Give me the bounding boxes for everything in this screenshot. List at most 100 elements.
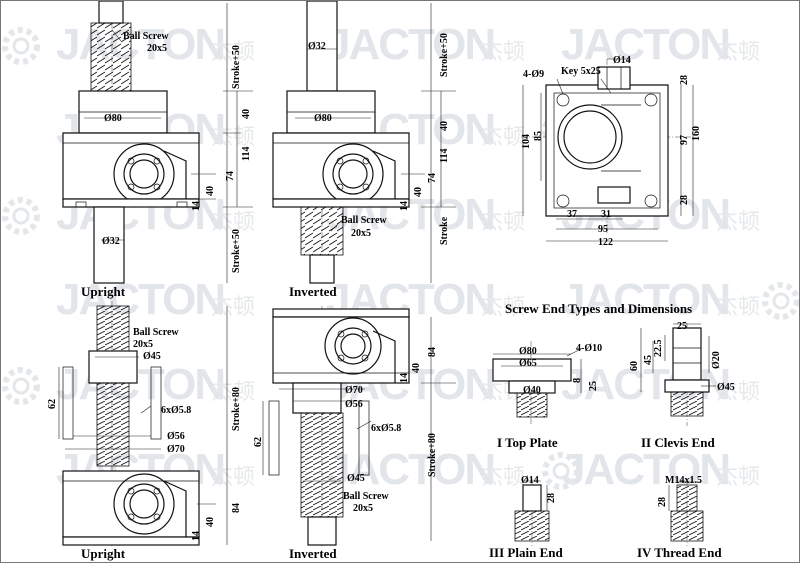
dim-28-top: 28 (679, 75, 690, 85)
dim-d32: Ø32 (308, 41, 326, 52)
dim-stroke-80: Stroke+80 (231, 387, 242, 431)
dim-97: 97 (679, 135, 690, 145)
dim-6-hole: 6xØ5.8 (371, 423, 401, 434)
watermark-cn: 杰顿 (481, 39, 525, 64)
watermark-cn: 杰顿 (716, 209, 760, 234)
watermark-cn: 杰顿 (716, 294, 760, 319)
dim-62: 62 (253, 437, 264, 447)
dim-74: 74 (225, 171, 236, 181)
dim-d56: Ø56 (167, 431, 185, 442)
watermark-cn: 杰顿 (716, 379, 760, 404)
dim-4-hole: 4-Ø9 (523, 69, 544, 80)
dim-m14: M14x1.5 (665, 475, 702, 486)
section-title-screw-ends: Screw End Types and Dimensions (505, 301, 692, 316)
dim-stroke-80: Stroke+80 (427, 433, 438, 477)
watermark-cn: 杰顿 (481, 294, 525, 319)
watermark-text: JACTON (326, 20, 494, 69)
view-upright-bottom (58, 301, 228, 546)
label-ball-screw: Ball Screw (123, 31, 169, 42)
dim-95: 95 (598, 224, 608, 235)
label-ball-screw: Ball Screw (343, 491, 389, 502)
dim-d70: Ø70 (167, 444, 185, 455)
watermark-cn: 杰顿 (211, 464, 255, 489)
dim-25: 25 (677, 321, 687, 332)
dim-40-a: 40 (439, 121, 450, 131)
dim-14: 14 (399, 373, 410, 383)
dim-4-hole: 4-Ø10 (576, 343, 602, 354)
dim-22-5: 22.5 (653, 340, 664, 358)
dim-stroke-50: Stroke+50 (439, 33, 450, 77)
watermark-cn: 杰顿 (211, 124, 255, 149)
view-inverted-bottom (262, 306, 456, 546)
dim-85: 85 (533, 131, 544, 141)
label-screw-size: 20x5 (133, 339, 153, 350)
dim-28-bottom: 28 (679, 195, 690, 205)
dim-14: 14 (191, 201, 202, 211)
dim-40: 40 (205, 517, 216, 527)
caption-inverted-bottom: Inverted (289, 546, 337, 561)
watermark-text: JACTON (56, 275, 224, 324)
dim-d45: Ø45 (347, 473, 365, 484)
dim-40-b: 40 (413, 187, 424, 197)
label-ball-screw: Ball Screw (341, 215, 387, 226)
watermark-text: JACTON (561, 445, 729, 494)
dim-160: 160 (691, 126, 702, 141)
dim-d45: Ø45 (143, 351, 161, 362)
watermark-text: JACTON (56, 360, 224, 409)
label-ball-screw: Ball Screw (133, 327, 179, 338)
dim-d70: Ø70 (345, 385, 363, 396)
caption-top-plate: I Top Plate (497, 435, 558, 450)
caption-upright-bottom: Upright (81, 546, 126, 561)
caption-upright-top: Upright (81, 284, 126, 299)
dim-d20: Ø20 (711, 351, 722, 369)
dim-d14: Ø14 (521, 475, 539, 486)
watermark-text: JACTON (561, 20, 729, 69)
label-screw-size: 20x5 (147, 43, 167, 54)
dim-84: 84 (231, 503, 242, 513)
dim-114: 114 (439, 149, 450, 163)
dim-stroke-50-bottom: Stroke+50 (231, 229, 242, 273)
dim-37: 37 (567, 209, 577, 220)
watermark-cn: 杰顿 (211, 39, 255, 64)
detail-clevis-end (640, 323, 716, 426)
view-inverted-top (272, 1, 456, 284)
dim-d14: Ø14 (613, 55, 631, 66)
dim-60: 60 (629, 361, 640, 371)
dim-31: 31 (601, 209, 611, 220)
dim-84: 84 (427, 347, 438, 357)
watermark-text: JACTON (561, 275, 729, 324)
view-upright-top (62, 1, 253, 284)
dim-25: 25 (588, 381, 599, 391)
dim-d65: Ø65 (519, 358, 537, 369)
dim-d45: Ø45 (717, 382, 735, 393)
watermark-cn: 杰顿 (211, 379, 255, 404)
dim-28: 28 (657, 497, 668, 507)
detail-plain-end (514, 479, 550, 546)
caption-clevis-end: II Clevis End (641, 435, 715, 450)
dim-d80: Ø80 (519, 346, 537, 357)
detail-top-plate (492, 341, 582, 426)
label-screw-size: 20x5 (351, 228, 371, 239)
detail-thread-end (668, 479, 704, 546)
dim-stroke-50-lower: Stroke (439, 216, 450, 245)
dim-40: 40 (411, 363, 422, 373)
watermark-cn: 杰顿 (481, 209, 525, 234)
dim-62: 62 (47, 399, 58, 409)
view-plan (521, 58, 694, 242)
dim-key: Key 5x25 (561, 66, 601, 77)
caption-inverted-top: Inverted (289, 284, 337, 299)
watermark-text: JACTON (326, 445, 494, 494)
watermark-cn: 杰顿 (716, 39, 760, 64)
dim-114: 114 (241, 147, 252, 161)
dim-d40: Ø40 (523, 385, 541, 396)
dim-28: 28 (546, 493, 557, 503)
watermark-cn: 杰顿 (481, 464, 525, 489)
dim-6-hole: 6xØ5.8 (161, 405, 191, 416)
dim-40-a: 40 (241, 109, 252, 119)
dim-14: 14 (191, 531, 202, 541)
dim-122: 122 (598, 237, 613, 248)
caption-thread-end: IV Thread End (637, 545, 722, 560)
dim-d32: Ø32 (102, 236, 120, 247)
label-screw-size: 20x5 (353, 503, 373, 514)
